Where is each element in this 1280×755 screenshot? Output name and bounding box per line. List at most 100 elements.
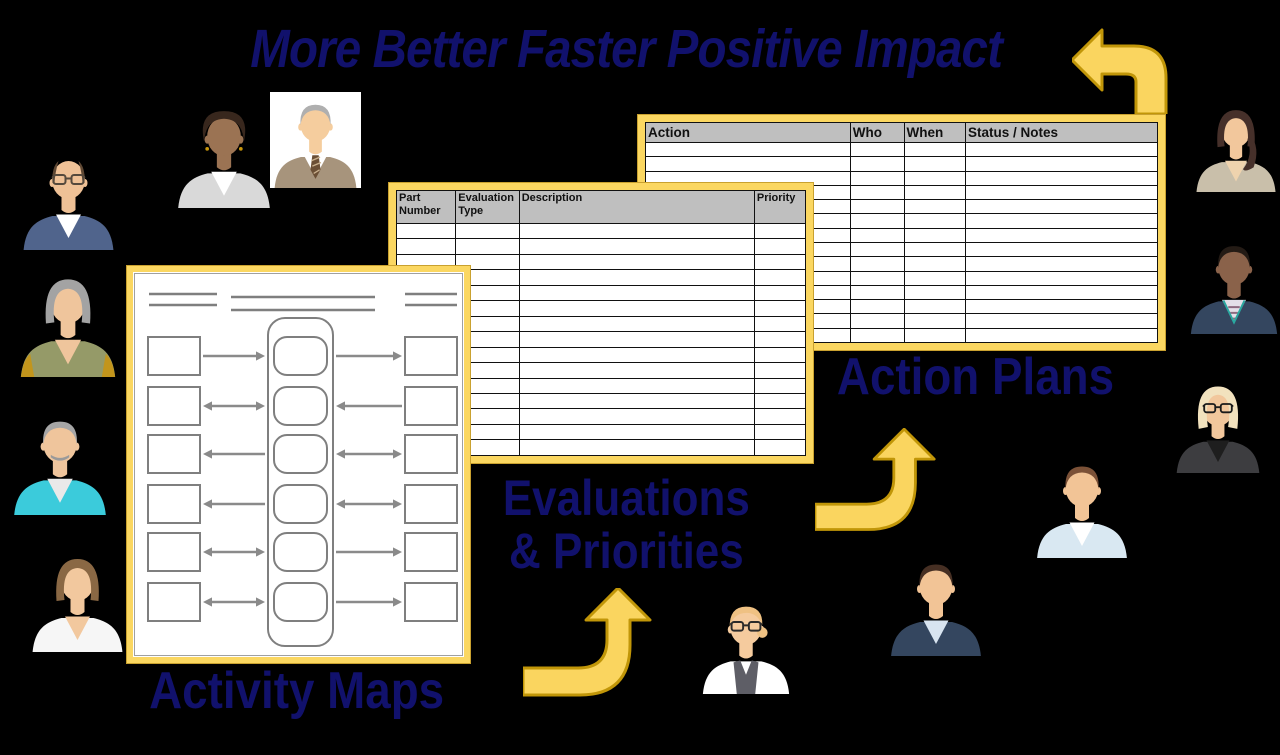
empty-cell <box>753 423 807 441</box>
empty-cell <box>518 315 755 333</box>
activity-map-drawing <box>147 292 458 647</box>
empty-cell <box>903 170 966 186</box>
evaluations-priorities-label: Evaluations & Priorities <box>502 470 750 579</box>
empty-cell <box>849 141 905 158</box>
column-header: Action <box>645 122 851 143</box>
column-header: Evaluation Type <box>455 190 520 224</box>
man-navy-suit-blue-shirt <box>886 550 986 656</box>
empty-cell <box>903 241 966 258</box>
empty-cell <box>753 238 807 255</box>
activity-map-template <box>133 272 464 657</box>
column-header: Priority <box>753 190 807 224</box>
empty-cell <box>903 284 966 301</box>
empty-cell <box>753 392 807 410</box>
empty-cell <box>964 313 1159 329</box>
empty-cell <box>964 299 1159 315</box>
empty-row <box>395 300 807 317</box>
empty-cell <box>903 141 966 158</box>
empty-cell <box>753 284 807 302</box>
blonde-woman-glasses-vest <box>698 592 794 694</box>
empty-cell <box>455 238 520 255</box>
empty-cell <box>518 362 755 379</box>
empty-cell <box>849 213 905 229</box>
empty-cell <box>753 315 807 333</box>
empty-cell <box>849 284 905 301</box>
empty-cell <box>753 253 807 271</box>
blonde-woman-glasses-black-blazer <box>1172 378 1264 473</box>
empty-cell <box>964 256 1159 272</box>
empty-cell <box>964 227 1159 243</box>
empty-cell <box>849 327 905 344</box>
gray-haired-woman-olive-top <box>8 272 128 377</box>
empty-cell <box>849 241 905 258</box>
balding-man-glasses-blue-jacket <box>12 150 125 250</box>
empty-cell <box>518 408 755 425</box>
empty-cell <box>903 213 966 229</box>
empty-cell <box>849 299 905 315</box>
activity-maps-label: Activity Maps <box>149 662 445 720</box>
empty-cell <box>753 222 807 240</box>
empty-cell <box>753 269 807 286</box>
column-header: Who <box>849 122 905 143</box>
column-header: Part Number <box>395 190 457 224</box>
empty-cell <box>964 170 1159 186</box>
empty-cell <box>395 222 457 240</box>
empty-cell <box>849 170 905 186</box>
empty-cell <box>903 199 966 215</box>
empty-cell <box>753 408 807 425</box>
empty-cell <box>518 222 755 240</box>
empty-row <box>645 170 1159 186</box>
empty-cell <box>849 184 905 201</box>
empty-cell <box>964 241 1159 258</box>
empty-cell <box>849 256 905 272</box>
gray-man-tan-suit-photo-card <box>270 92 361 188</box>
empty-cell <box>753 377 807 394</box>
empty-row <box>645 141 1159 158</box>
man-navy-jacket-striped-shirt <box>1186 238 1280 334</box>
empty-cell <box>849 313 905 329</box>
empty-cell <box>753 331 807 348</box>
man-light-blue-shirt <box>1032 452 1132 558</box>
empty-cell <box>903 184 966 201</box>
empty-cell <box>903 227 966 243</box>
empty-cell <box>849 270 905 286</box>
bent-up-arrow-icon <box>815 428 937 540</box>
empty-cell <box>518 423 755 441</box>
empty-cell <box>849 156 905 172</box>
empty-cell <box>964 213 1159 229</box>
empty-cell <box>518 377 755 394</box>
column-header: Description <box>518 190 755 224</box>
empty-cell <box>645 156 851 172</box>
empty-cell <box>903 299 966 315</box>
empty-cell <box>518 331 755 348</box>
empty-cell <box>849 199 905 215</box>
empty-cell <box>518 346 755 364</box>
empty-cell <box>455 222 520 240</box>
empty-cell <box>753 346 807 364</box>
empty-row <box>395 222 807 240</box>
brown-haired-woman-white-blouse <box>25 552 130 652</box>
empty-cell <box>849 227 905 243</box>
column-header: Status / Notes <box>964 122 1159 143</box>
empty-cell <box>395 238 457 255</box>
empty-row <box>395 238 807 255</box>
empty-cell <box>964 141 1159 158</box>
empty-cell <box>645 141 851 158</box>
empty-cell <box>753 439 807 456</box>
empty-cell <box>753 362 807 379</box>
empty-row <box>395 362 807 379</box>
empty-cell <box>903 327 966 344</box>
empty-cell <box>753 300 807 317</box>
empty-cell <box>964 270 1159 286</box>
activity-map-card <box>127 266 470 663</box>
empty-cell <box>518 284 755 302</box>
empty-cell <box>903 313 966 329</box>
empty-cell <box>518 392 755 410</box>
empty-cell <box>518 269 755 286</box>
empty-cell <box>964 327 1159 344</box>
action-plans-label: Action Plans <box>836 348 1114 406</box>
dark-skinned-woman-gray-blouse <box>158 106 290 208</box>
